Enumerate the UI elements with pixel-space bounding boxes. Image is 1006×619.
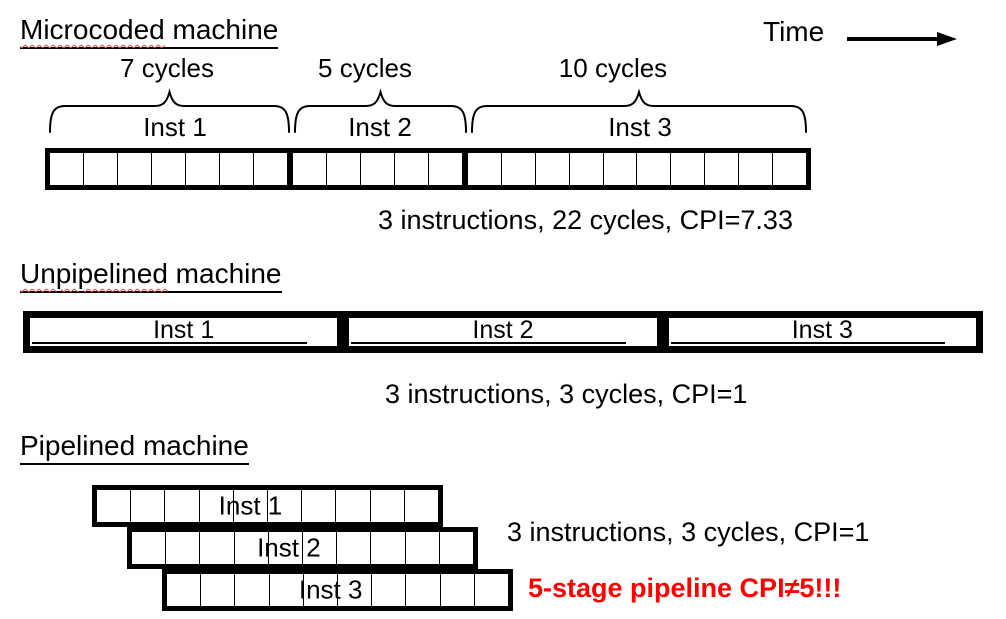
cycle-cell [474, 574, 509, 606]
microcoded-inst-label-1: Inst 1 [143, 112, 207, 142]
title-word-flagged: Unpipelined [20, 258, 168, 289]
cycle-cell [303, 574, 339, 606]
cycle-cell [303, 532, 338, 564]
pipelined-inst-label: Inst 2 [257, 532, 321, 563]
cycle-cell [167, 574, 202, 606]
cycle-cell [440, 574, 475, 606]
brace-icon [49, 88, 290, 133]
cell-baseline-rule [32, 342, 307, 344]
unpipelined-cell-2: Inst 2 [349, 316, 657, 346]
cycle-cell [199, 490, 234, 522]
cycle-cell [151, 153, 186, 185]
cycle-cell [165, 490, 200, 522]
cycle-cell [371, 532, 406, 564]
unpipelined-section-title: Unpipelined machine [20, 258, 282, 294]
cycle-cell [326, 153, 361, 185]
cycle-cell [372, 574, 407, 606]
cycles-label-2: 5 cycles [318, 53, 412, 83]
microcoded-section-title: Microcoded machine [20, 14, 279, 50]
cycle-cell [201, 574, 236, 606]
brace-icon [471, 88, 807, 133]
cycle-cell [292, 153, 327, 185]
cycle-cell [117, 153, 152, 185]
braces [49, 88, 807, 133]
pipelined-bar-1: Inst 1 [92, 485, 443, 527]
cycle-cell [705, 153, 740, 185]
cycle-cell [200, 532, 235, 564]
cycle-cell [185, 153, 220, 185]
cycle-cell [428, 153, 462, 185]
cycle-cell [439, 532, 474, 564]
unpipelined-inst-label: Inst 2 [472, 316, 534, 344]
pipelined-bar-2: Inst 2 [127, 527, 478, 569]
cycle-cell [269, 574, 304, 606]
cycle-cell [338, 574, 373, 606]
cycle-grid [167, 574, 509, 606]
cell-baseline-rule [351, 342, 626, 344]
microcoded-inst-label-3: Inst 3 [608, 112, 672, 142]
cycle-cell [360, 153, 395, 185]
cycle-cell [97, 490, 132, 522]
unpipelined-cell-3: Inst 3 [668, 316, 976, 346]
cycle-cell [467, 153, 502, 185]
title-word-rest: machine [167, 258, 282, 289]
microcoded-group-2 [292, 153, 468, 185]
cycle-cell [234, 532, 269, 564]
time-label: Time [763, 16, 825, 47]
cycle-cell [336, 490, 371, 522]
cycle-cell [370, 490, 405, 522]
cycle-cell [132, 532, 167, 564]
cycle-cell [773, 153, 807, 185]
cycle-cell [739, 153, 774, 185]
pipelined-caption: 3 instructions, 3 cycles, CPI=1 [507, 517, 870, 547]
title-word-flagged: Microcoded [20, 14, 165, 45]
cycle-cell [302, 490, 337, 522]
cycle-cell [501, 153, 536, 185]
cycle-cell [235, 574, 270, 606]
cycle-grid [132, 532, 474, 564]
cycle-cell [268, 532, 304, 564]
unpipelined-inst-label: Inst 1 [153, 316, 215, 344]
pipelined-inst-label: Inst 3 [298, 574, 363, 605]
cycle-cell [406, 574, 441, 606]
cycle-cell [637, 153, 672, 185]
cycle-cell [405, 532, 440, 564]
microcoded-group-3 [467, 153, 807, 185]
microcoded-inst-label-2: Inst 2 [348, 112, 412, 142]
cycle-cell [394, 153, 429, 185]
unpipelined-inst-label: Inst 3 [791, 316, 853, 344]
cycle-cell [671, 153, 706, 185]
cycle-cell [268, 490, 303, 522]
unpipelined-cell-1: Inst 1 [30, 316, 338, 346]
cycle-cell [83, 153, 118, 185]
pipeline-cpi-alert: 5-stage pipeline CPI≠5!!! [528, 573, 842, 603]
cycles-label-1: 7 cycles [120, 53, 214, 83]
time-arrow-icon [847, 32, 957, 46]
cycle-cell [50, 153, 84, 185]
cycle-cell [404, 490, 439, 522]
unpipelined-instruction-bar: Inst 1 Inst 2 Inst 3 [23, 311, 983, 353]
cell-baseline-rule [670, 342, 946, 344]
cycles-label-3: 10 cycles [558, 53, 668, 83]
pipelined-bar-3: Inst 3 [162, 569, 513, 611]
cycle-cell [569, 153, 604, 185]
pipelined-inst-label: Inst 1 [218, 490, 283, 521]
cycle-cell [253, 153, 287, 185]
pipelined-section-title: Pipelined machine [20, 430, 249, 466]
cycle-cell [166, 532, 201, 564]
cycle-cell [233, 490, 269, 522]
cycle-grid [97, 490, 439, 522]
microcoded-caption: 3 instructions, 22 cycles, CPI=7.33 [378, 205, 793, 235]
unpipelined-caption: 3 instructions, 3 cycles, CPI=1 [385, 379, 748, 409]
brace-icon [294, 88, 467, 133]
microcoded-group-1 [50, 153, 293, 185]
microcoded-cycle-bar [45, 148, 811, 190]
cycle-cell [535, 153, 570, 185]
title-text: Pipelined machine [20, 430, 249, 461]
cycle-cell [131, 490, 166, 522]
cycle-cell [219, 153, 254, 185]
cycle-cell [337, 532, 372, 564]
title-word-rest: machine [164, 14, 279, 45]
cycle-cell [603, 153, 638, 185]
